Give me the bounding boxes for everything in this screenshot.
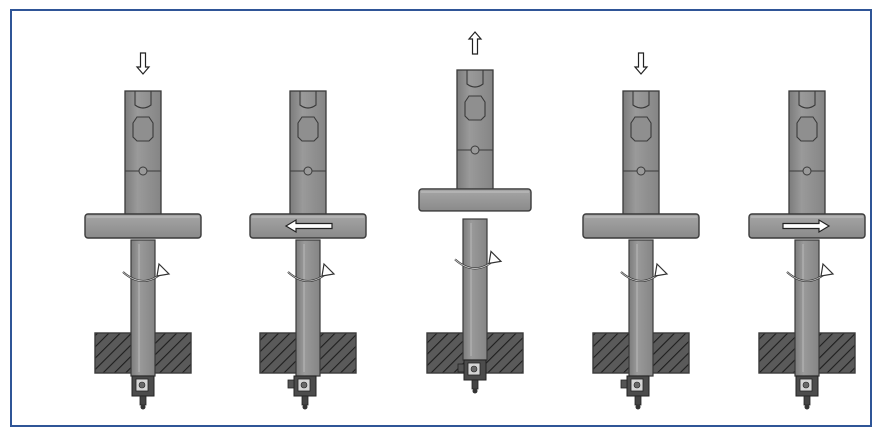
hex-window [297, 116, 319, 142]
down-arrow-icon [135, 52, 151, 75]
lower-shaft [794, 239, 820, 377]
lower-shaft [628, 239, 654, 377]
top-slot [134, 91, 152, 109]
hex-window [630, 116, 652, 142]
tool-tip-pin [802, 381, 810, 389]
body-pin [636, 166, 646, 176]
process-step-step-4 [582, 52, 700, 410]
process-step-step-5 [748, 90, 866, 410]
tool-tip-pin [470, 365, 478, 373]
collar-disc [582, 213, 700, 239]
tool-tip-pin [633, 381, 641, 389]
upper-shaft [456, 69, 494, 197]
rotation-arrow-head [820, 262, 835, 277]
top-slot [299, 91, 317, 109]
rotation-arrow-head [654, 262, 669, 277]
upper-shaft [622, 90, 660, 218]
side-latch [457, 363, 465, 373]
up-arrow-icon [467, 31, 483, 55]
top-slot [466, 70, 484, 88]
upper-shaft [788, 90, 826, 218]
collar-disc [84, 213, 202, 239]
down-arrow-icon [633, 52, 649, 75]
probe-point [140, 404, 146, 410]
body-pin [138, 166, 148, 176]
lower-shaft [295, 239, 321, 377]
probe-stem [634, 395, 642, 406]
probe-stem [471, 379, 479, 390]
rotation-arrow-head [156, 262, 171, 277]
probe-point [804, 404, 810, 410]
left-arrow-icon [284, 218, 333, 234]
probe-stem [139, 395, 147, 406]
side-latch [620, 379, 628, 389]
probe-stem [803, 395, 811, 406]
body-pin [303, 166, 313, 176]
hex-window [464, 95, 486, 121]
lower-shaft [130, 239, 156, 377]
probe-point [635, 404, 641, 410]
probe-stem [301, 395, 309, 406]
hex-window [132, 116, 154, 142]
hex-window [796, 116, 818, 142]
rotation-arrow-head [488, 250, 503, 265]
process-step-step-2 [249, 90, 367, 410]
process-step-step-1 [84, 52, 202, 410]
process-step-step-3 [418, 31, 532, 394]
tool-tip-pin [138, 381, 146, 389]
top-slot [798, 91, 816, 109]
upper-shaft [289, 90, 327, 218]
upper-shaft [124, 90, 162, 218]
probe-point [472, 388, 478, 394]
tool-tip-pin [300, 381, 308, 389]
body-pin [802, 166, 812, 176]
lower-shaft [462, 218, 488, 361]
body-pin [470, 145, 480, 155]
side-latch [287, 379, 295, 389]
collar-disc [418, 188, 532, 212]
right-arrow-icon [782, 218, 831, 234]
rotation-arrow-head [321, 262, 336, 277]
probe-point [302, 404, 308, 410]
top-slot [632, 91, 650, 109]
